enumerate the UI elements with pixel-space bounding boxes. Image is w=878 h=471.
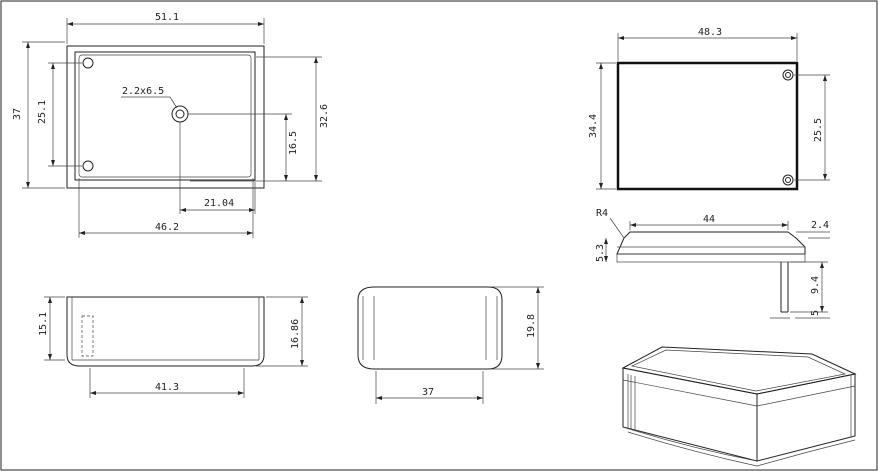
dim-tab-drop: 9.4 xyxy=(810,276,821,294)
dim-boss-offset-h: 21.04 xyxy=(204,198,234,209)
side-view: 19.8 37 xyxy=(357,286,544,404)
dim-outer-width: 51.1 xyxy=(155,12,179,23)
dim-side-height: 19.8 xyxy=(526,314,537,338)
lid-view: 48.3 34.4 25.5 xyxy=(588,27,830,191)
dim-lid-hole-spacing: 25.5 xyxy=(813,118,824,142)
dim-hole-spacing: 25.1 xyxy=(37,100,48,124)
iso-side-face xyxy=(756,373,856,462)
top-view-rim xyxy=(74,51,256,181)
dim-boss-offset-v: 16.5 xyxy=(288,131,299,155)
dim-outer-height: 37 xyxy=(12,108,23,120)
screw-spec-label: 2.2x6.5 xyxy=(122,86,164,97)
dim-lid-thickness: 5.3 xyxy=(595,244,606,262)
lid-section: R4 44 2.4 5.3 9.4 5 xyxy=(595,208,830,319)
side-view-body xyxy=(357,286,503,370)
isometric-view xyxy=(621,346,857,467)
dim-step: 2.4 xyxy=(811,220,829,231)
front-view-hidden-boss xyxy=(81,315,94,357)
dim-front-outer-height: 16.86 xyxy=(290,319,301,349)
top-view: 51.1 37 25.1 2.2x6.5 32.6 16.5 21.0 xyxy=(12,12,330,238)
dim-radius: R4 xyxy=(596,208,608,219)
mount-hole-bottom xyxy=(82,160,94,172)
dim-lid-height: 34.4 xyxy=(588,114,599,138)
front-view-body xyxy=(66,296,265,367)
dim-front-base-width: 41.3 xyxy=(155,382,179,393)
lid-outline xyxy=(616,61,799,191)
lid-section-lip xyxy=(616,253,806,263)
dim-tab-width: 5 xyxy=(810,310,821,316)
lid-hole-bottom xyxy=(782,174,794,186)
top-view-inner xyxy=(78,54,252,178)
dim-inner-width: 46.2 xyxy=(155,222,179,233)
dim-lid-length: 44 xyxy=(703,214,715,225)
front-view: 15.1 16.86 41.3 xyxy=(38,296,308,398)
lid-hole-top xyxy=(782,69,794,81)
dim-front-inner-height: 15.1 xyxy=(38,312,49,336)
lid-section-profile xyxy=(616,231,806,255)
dim-boss-height: 32.6 xyxy=(319,104,330,128)
center-boss-inner xyxy=(175,109,185,119)
top-view-outer xyxy=(66,45,265,189)
iso-front-face xyxy=(622,367,758,462)
dim-lid-width: 48.3 xyxy=(698,27,722,38)
center-boss-outer xyxy=(171,105,189,123)
mount-hole-top xyxy=(82,57,94,69)
dim-side-base-width: 37 xyxy=(422,387,434,398)
